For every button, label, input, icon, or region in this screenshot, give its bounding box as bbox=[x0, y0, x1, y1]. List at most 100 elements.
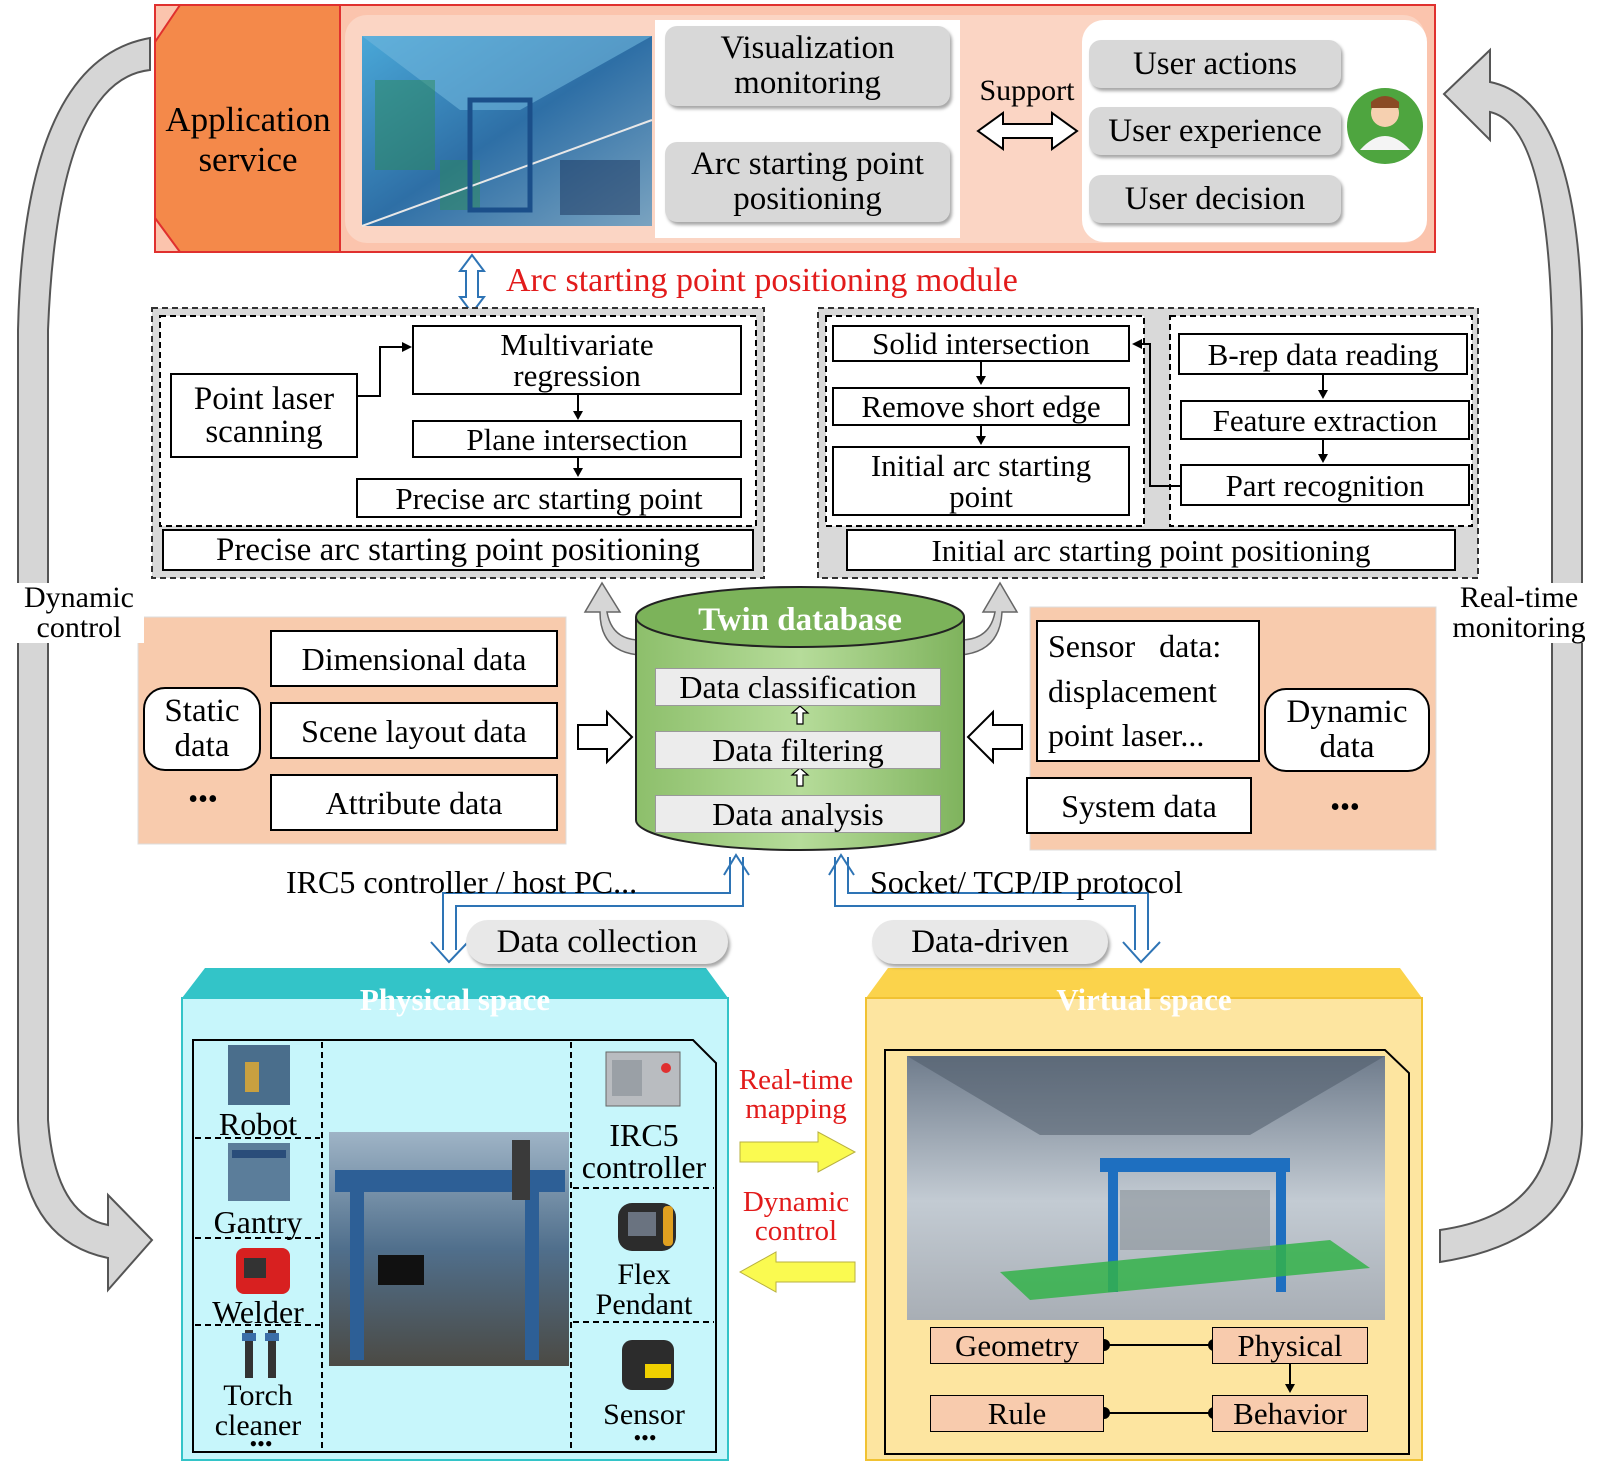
solid-intersection-box[interactable]: Solid intersection bbox=[832, 325, 1130, 362]
irc5-controller-icon bbox=[605, 1051, 681, 1107]
geometry-box[interactable]: Geometry bbox=[930, 1327, 1104, 1364]
irc5-line2: controller bbox=[581, 1149, 707, 1185]
data-driven-pill[interactable]: Data-driven bbox=[872, 920, 1108, 964]
visualization-screenshot bbox=[361, 36, 653, 227]
socket-protocol-label: Socket/ TCP/IP protocol bbox=[870, 864, 1183, 900]
real-time-monitoring-curved-arrow bbox=[1439, 47, 1584, 1264]
data-collection-link bbox=[430, 853, 750, 964]
dynamic-control-curved-arrow bbox=[17, 36, 154, 1293]
module-title: Arc starting point positioning module bbox=[506, 262, 1018, 299]
real-time-mapping-label: Real-time mapping bbox=[728, 1066, 864, 1124]
physical-more-left: ••• bbox=[249, 1431, 273, 1456]
arc-positioning-app-box[interactable]: Arc starting point positioning bbox=[665, 142, 950, 222]
initial-line2: point bbox=[949, 479, 1013, 514]
application-service-line2: service bbox=[198, 140, 298, 180]
application-service-label: Application service bbox=[158, 100, 338, 181]
user-experience-box[interactable]: User experience bbox=[1089, 107, 1341, 155]
welder-label: Welder bbox=[212, 1294, 304, 1330]
static-line2: data bbox=[174, 728, 230, 764]
data-driven-link bbox=[828, 853, 1161, 964]
gantry-label: Gantry bbox=[213, 1204, 303, 1240]
physical-workshop-photo bbox=[329, 1132, 569, 1366]
dynamic-control-line1: Dynamic bbox=[24, 581, 134, 614]
dynamic-control-side-label: Dynamic control bbox=[14, 583, 144, 643]
initial-positioning-footer[interactable]: Initial arc starting point positioning bbox=[846, 529, 1456, 571]
support-label: Support bbox=[979, 74, 1075, 107]
point-laser-line1: Point laser bbox=[193, 380, 335, 417]
twin-database-title: Twin database bbox=[698, 602, 902, 638]
dc-mapping-line2: control bbox=[754, 1215, 838, 1247]
physical-box[interactable]: Physical bbox=[1212, 1327, 1368, 1364]
sensor-label: Sensor bbox=[603, 1398, 685, 1431]
robot-photo bbox=[228, 1045, 290, 1105]
initial-line1: Initial arc starting bbox=[870, 448, 1092, 483]
torch-cleaner-label: Torch cleaner bbox=[196, 1381, 320, 1441]
real-time-line2: monitoring bbox=[1452, 611, 1586, 644]
irc5-controller-label: IRC5 controller bbox=[572, 1119, 716, 1183]
application-label-bg bbox=[154, 4, 341, 253]
sensor-data-box[interactable]: Sensor data: displacement point laser... bbox=[1036, 620, 1260, 762]
feature-extraction-box[interactable]: Feature extraction bbox=[1180, 400, 1470, 440]
visualization-monitoring-box[interactable]: Visualization monitoring bbox=[665, 26, 950, 106]
data-filtering-box[interactable]: Data filtering bbox=[655, 731, 941, 769]
sensor-icon bbox=[622, 1340, 674, 1390]
support-double-arrow bbox=[976, 111, 1079, 151]
data-classification-box[interactable]: Data classification bbox=[655, 668, 941, 706]
system-data-box[interactable]: System data bbox=[1026, 777, 1252, 834]
arc-app-line1: Arc starting point bbox=[691, 146, 924, 183]
real-time-line1: Real-time bbox=[1459, 581, 1579, 614]
torch-line2: cleaner bbox=[214, 1409, 302, 1442]
visualization-line2: monitoring bbox=[734, 65, 881, 101]
virtual-space-title: Virtual space bbox=[1056, 982, 1232, 1017]
dynamic-more: ••• bbox=[1330, 792, 1360, 823]
remove-short-edge-box[interactable]: Remove short edge bbox=[832, 387, 1130, 426]
dc-mapping-line1: Dynamic bbox=[742, 1186, 850, 1218]
precise-positioning-footer[interactable]: Precise arc starting point positioning bbox=[162, 529, 754, 571]
flex-line1: Flex bbox=[617, 1258, 671, 1291]
static-data-label: Static data bbox=[143, 687, 261, 771]
dynamic-control-mapping-label: Dynamic control bbox=[728, 1188, 864, 1246]
user-decision-box[interactable]: User decision bbox=[1089, 175, 1341, 223]
dimensional-data-box[interactable]: Dimensional data bbox=[270, 630, 558, 687]
welder-icon bbox=[236, 1248, 290, 1294]
initial-arc-point-box[interactable]: Initial arc starting point bbox=[832, 446, 1130, 516]
rule-box[interactable]: Rule bbox=[930, 1395, 1104, 1432]
flex-line2: Pendant bbox=[595, 1288, 693, 1321]
point-laser-scanning-box[interactable]: Point laser scanning bbox=[170, 373, 358, 458]
to-precise-arrow bbox=[583, 581, 641, 656]
rt-mapping-line1: Real-time bbox=[738, 1064, 854, 1096]
module-link-arrow bbox=[458, 253, 486, 315]
rt-mapping-line2: mapping bbox=[745, 1093, 847, 1125]
brep-reading-box[interactable]: B-rep data reading bbox=[1178, 333, 1468, 375]
dynamic-line1: Dynamic bbox=[1286, 694, 1408, 731]
irc5-host-label: IRC5 controller / host PC... bbox=[286, 864, 638, 900]
plane-intersection-box[interactable]: Plane intersection bbox=[412, 420, 742, 458]
attribute-data-box[interactable]: Attribute data bbox=[270, 774, 558, 831]
visualization-line1: Visualization bbox=[720, 30, 895, 67]
data-analysis-box[interactable]: Data analysis bbox=[655, 795, 941, 833]
scene-layout-data-box[interactable]: Scene layout data bbox=[270, 702, 558, 759]
dynamic-data-label: Dynamic data bbox=[1264, 688, 1430, 772]
virtual-workshop-render bbox=[907, 1056, 1385, 1320]
multivariate-regression-box[interactable]: Multivariate regression bbox=[412, 325, 742, 395]
sensor-line2: displacement bbox=[1048, 672, 1217, 709]
arc-app-line2: positioning bbox=[733, 181, 882, 217]
flex-pendant-label: Flex Pendant bbox=[572, 1260, 716, 1320]
data-collection-pill[interactable]: Data collection bbox=[466, 920, 728, 964]
mvr-line2: regression bbox=[513, 358, 641, 393]
part-recognition-box[interactable]: Part recognition bbox=[1180, 464, 1470, 506]
dynamic-line2: data bbox=[1319, 729, 1375, 765]
user-avatar-icon bbox=[1347, 88, 1423, 164]
behavior-box[interactable]: Behavior bbox=[1212, 1395, 1368, 1432]
gantry-photo bbox=[228, 1143, 290, 1201]
static-more: ••• bbox=[188, 784, 218, 815]
dynamic-control-line2: control bbox=[36, 611, 122, 644]
physical-space-title: Physical space bbox=[359, 982, 551, 1017]
user-actions-box[interactable]: User actions bbox=[1089, 40, 1341, 88]
precise-arc-point-box[interactable]: Precise arc starting point bbox=[356, 478, 742, 518]
point-laser-line2: scanning bbox=[205, 413, 323, 450]
robot-label: Robot bbox=[218, 1106, 298, 1142]
real-time-monitoring-side-label: Real-time monitoring bbox=[1440, 583, 1598, 643]
application-service-line1: Application bbox=[165, 100, 331, 139]
static-line1: Static bbox=[164, 693, 240, 730]
